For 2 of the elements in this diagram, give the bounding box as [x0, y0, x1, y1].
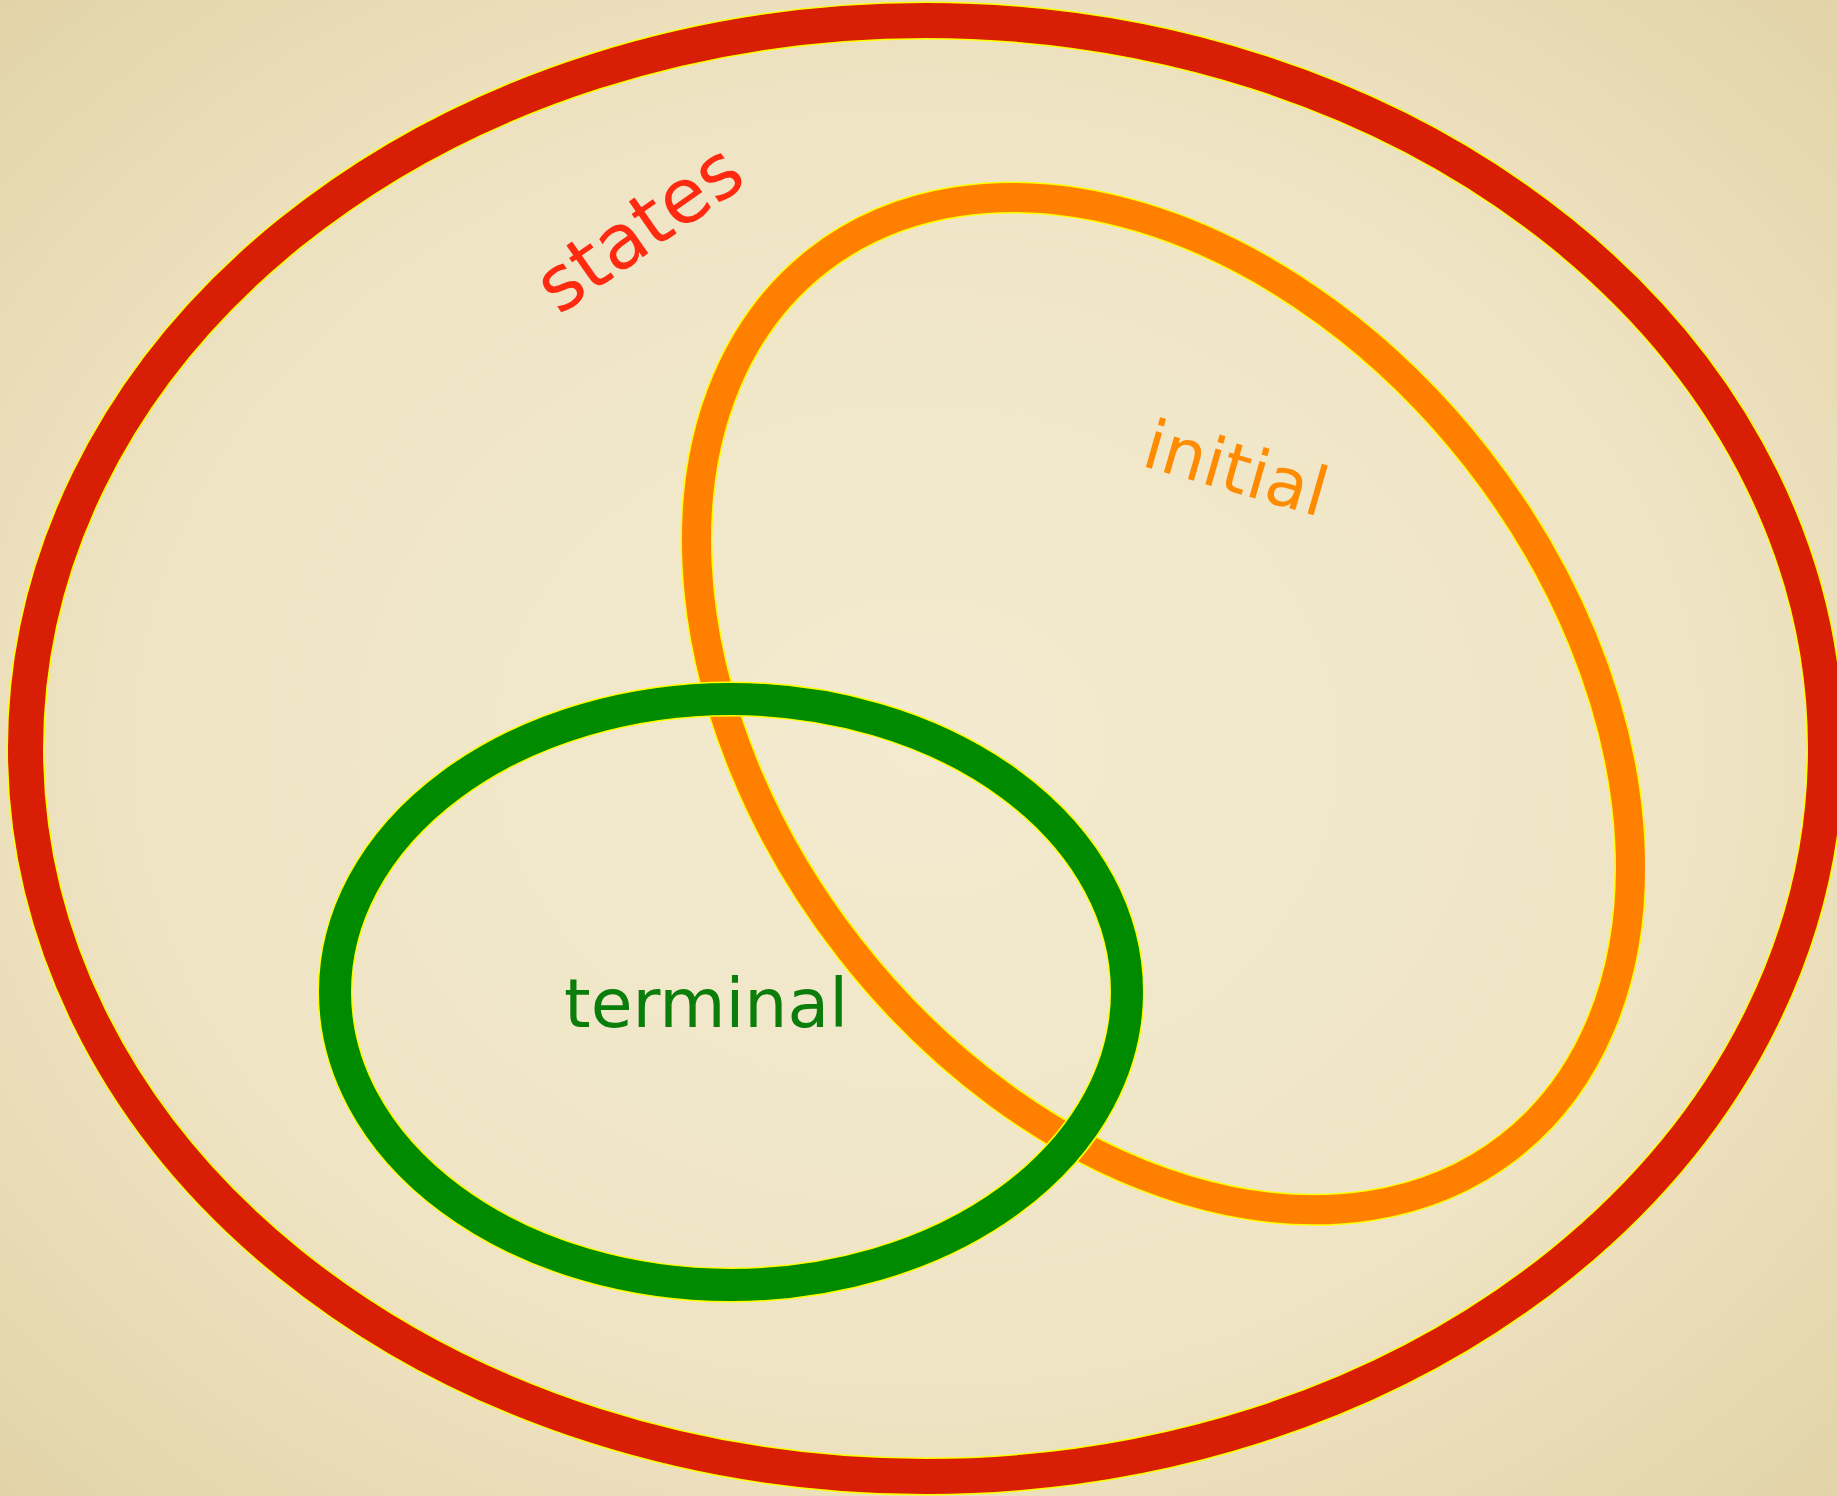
set-label: initial — [1136, 410, 1336, 528]
set-label: terminal — [563, 970, 849, 1038]
